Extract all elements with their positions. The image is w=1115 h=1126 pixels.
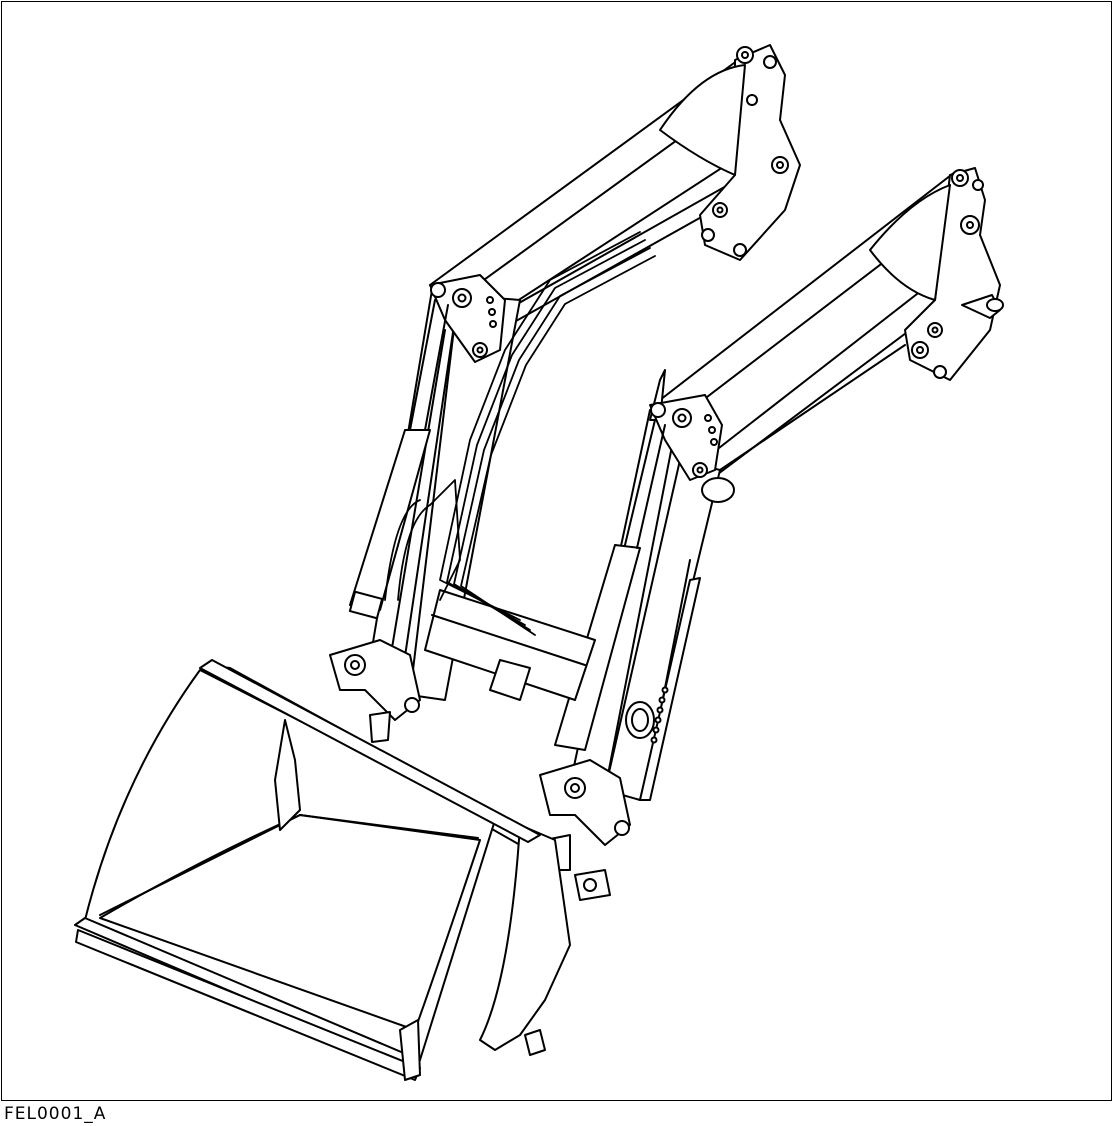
right-pivot-plate: [649, 394, 735, 503]
right-boom-tip-bracket: [869, 167, 1004, 381]
cross-tube: [424, 589, 596, 701]
drawing-id-label: FEL0001_A: [4, 1104, 107, 1124]
left-lift-cylinder: [348, 299, 449, 620]
hydraulic-hoses: [384, 231, 656, 636]
front-end-loader-icon: [74, 44, 1004, 1081]
loader-bucket: [74, 659, 571, 1081]
left-boom-tip-bracket: [659, 44, 801, 261]
right-mount-bracket: [625, 577, 701, 801]
left-quick-attach: [329, 639, 421, 743]
drawing-frame: [1, 1, 1112, 1101]
